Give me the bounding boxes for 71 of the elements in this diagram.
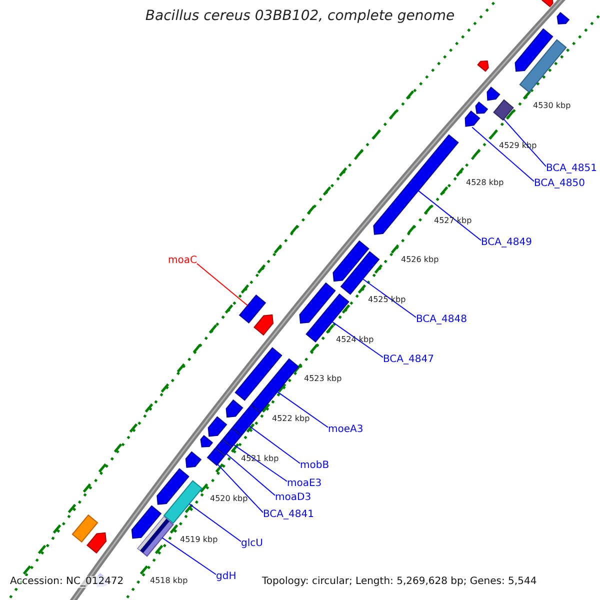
- gene-block: [514, 28, 554, 72]
- accession-text: Accession: NC_012472: [10, 576, 124, 588]
- scale-label: 4526 kbp: [401, 255, 439, 264]
- gene-block: [556, 12, 570, 24]
- leader-line: [332, 321, 384, 358]
- gene-block: [185, 451, 202, 468]
- leader-line: [188, 503, 242, 542]
- scale-label: 4520 kbp: [210, 494, 248, 504]
- gene-block: [253, 314, 274, 336]
- gene-block: [519, 39, 567, 93]
- leader-line: [226, 453, 276, 496]
- scale-label: 4527 kbp: [434, 216, 472, 226]
- scale-label: 4523 kbp: [304, 374, 342, 384]
- leader-line: [472, 126, 534, 182]
- gene-block: [163, 480, 203, 524]
- gene-block: [208, 416, 228, 437]
- gene-block: [137, 516, 174, 557]
- leader-line: [196, 263, 248, 306]
- gene-block: [200, 434, 214, 448]
- gene-label: BCA_4848: [416, 314, 467, 326]
- genome-stats-text: Topology: circular; Length: 5,269,628 bp; Genes: 5,544: [262, 576, 537, 588]
- gene-label: moeA3: [328, 424, 364, 436]
- gene-label: BCA_4850: [534, 178, 585, 190]
- leader-line: [162, 537, 216, 575]
- gene-block: [226, 399, 244, 418]
- gene-label: glcU: [241, 538, 263, 550]
- gene-block: [131, 505, 162, 539]
- gene-label: moaC: [168, 255, 197, 266]
- gene-block: [340, 251, 380, 295]
- scale-label: 4519 kbp: [180, 535, 218, 544]
- map-title: Bacillus cereus 03BB102, complete genome: [144, 8, 456, 24]
- scale-label: 4528 kbp: [466, 178, 504, 188]
- gene-block: [493, 99, 514, 121]
- gene-block: [86, 532, 106, 554]
- gene-block: [486, 86, 500, 101]
- gene-block: [250, 358, 300, 413]
- gene-block: [332, 240, 370, 282]
- scale-label: 4518 kbp: [150, 576, 188, 586]
- gene-label: gdH: [216, 571, 236, 582]
- gene-block: [238, 294, 266, 324]
- leader-line: [276, 391, 328, 428]
- leader-line: [233, 444, 288, 482]
- gene-block: [542, 0, 554, 8]
- scale-label: 4524 kbp: [336, 335, 374, 344]
- leader-line: [362, 278, 416, 318]
- scale-label: 4530 kbp: [533, 101, 571, 110]
- leader-line: [217, 464, 264, 513]
- gene-label: BCA_4841: [263, 509, 314, 520]
- gene-label: BCA_4847: [383, 354, 434, 366]
- leader-line: [503, 118, 546, 167]
- leader-line: [248, 426, 300, 464]
- gene-block: [206, 448, 226, 466]
- scale-label: 4525 kbp: [368, 295, 406, 304]
- gene-label: mobB: [300, 460, 330, 472]
- gene-label: BCA_4851: [546, 163, 597, 174]
- gene-block: [299, 282, 336, 324]
- gene-block: [464, 110, 480, 127]
- gene-label: moaE3: [287, 478, 322, 490]
- gene-block: [373, 134, 459, 235]
- gene-block: [222, 428, 242, 448]
- gene-block: [234, 347, 282, 401]
- gene-block: [475, 101, 488, 114]
- gene-label: BCA_4849: [481, 237, 532, 248]
- scale-label: 4522 kbp: [272, 414, 310, 424]
- gene-block: [232, 404, 261, 436]
- gene-block: [72, 514, 98, 543]
- gene-block: [156, 468, 190, 505]
- leader-line: [418, 190, 482, 241]
- gene-label: moaD3: [275, 492, 312, 504]
- gene-block: [477, 60, 489, 72]
- gene-block: [215, 439, 232, 456]
